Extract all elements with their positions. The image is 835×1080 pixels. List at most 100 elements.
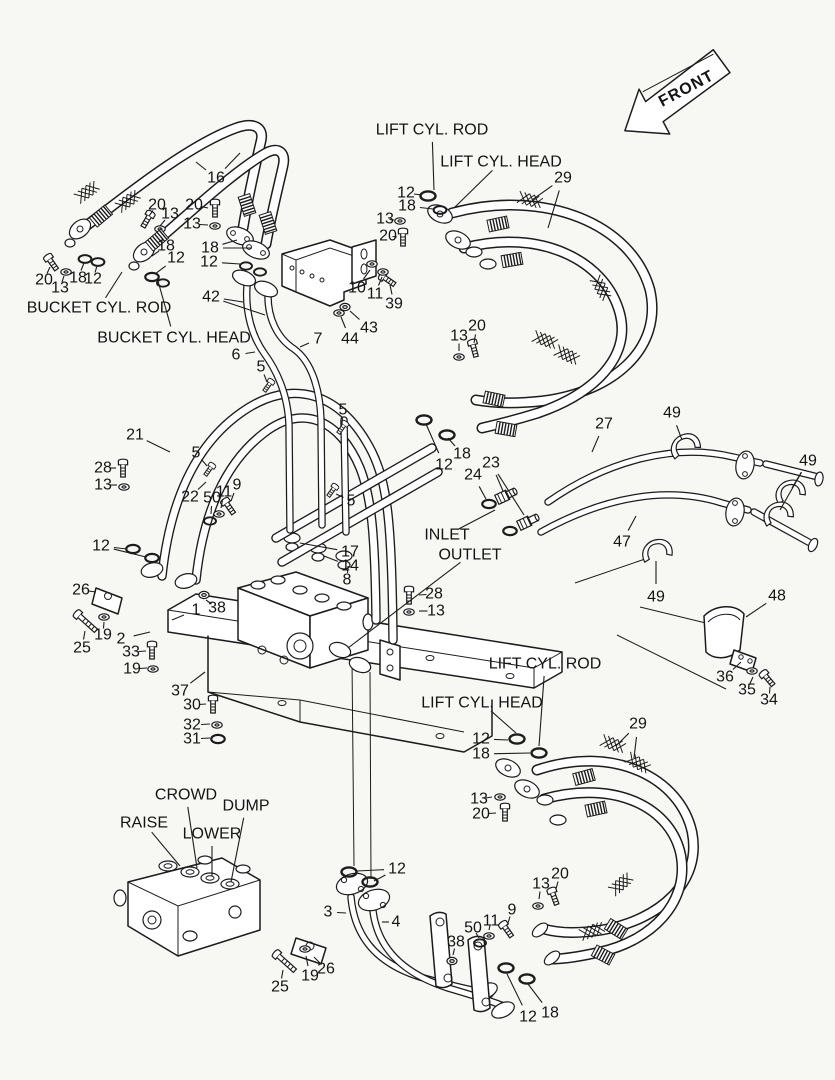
part-number-12: 12 [435,457,453,474]
leader-line [138,650,147,653]
leader-line [335,493,344,498]
washer-icon [366,260,378,268]
part-number-48: 48 [768,588,786,605]
patch-icon [553,343,581,367]
leader-line [507,916,511,924]
part-number-18: 18 [541,1005,559,1022]
leader-line [148,210,154,217]
washer-icon [746,667,758,675]
leader-line [373,874,386,882]
washer-icon [118,483,130,491]
caption-outlet: OUTLET [438,547,501,564]
leader-line [61,275,65,283]
leader-line [392,235,398,238]
part-number-12: 12 [472,731,490,748]
leader-line [488,925,491,931]
leader-line [157,280,172,327]
corr-icon [486,215,510,233]
bolt-icon [42,251,61,273]
leader-line [506,973,523,1006]
leader-line [413,193,423,196]
patch-icon [599,733,627,755]
leader-line [230,492,235,502]
leader-line [200,737,211,740]
leader-line [102,621,105,629]
part-number-12: 12 [397,185,415,202]
part-number-49: 49 [799,453,817,470]
leader-line [779,472,803,511]
valve-detail-view [113,855,261,957]
caption-lift-cyl-head-bottom: LIFT CYL. HEAD [421,695,543,712]
fittings-and-brackets [64,204,757,1013]
part-number-20: 20 [551,866,569,883]
leader-line [615,732,630,747]
leader-line [497,473,525,516]
bolt-icon [324,481,340,499]
patch-icon [607,871,635,897]
leader-line [313,956,321,964]
part-number-33: 33 [122,644,140,661]
leader-line [495,474,504,492]
nut-icon [339,302,351,312]
leader-line [154,265,166,275]
part-number-44: 44 [341,331,359,348]
leader-line [346,565,349,574]
caption-crowd: CROWD [155,787,217,804]
bolt-icon [497,918,516,940]
part-number-12: 12 [92,538,110,555]
oring-icon [518,973,536,985]
washer-icon [453,353,465,361]
bolt-icon [757,667,778,689]
leader-line [46,266,51,274]
corr-icon [572,767,596,787]
part-number-9: 9 [233,477,242,494]
leader-line [675,424,683,441]
caption-lift-cyl-rod-bottom: LIFT CYL. ROD [489,656,602,673]
part-number-1: 1 [192,602,201,619]
bolt-icon [209,198,221,218]
part-number-12: 12 [519,1009,537,1026]
leader-line [151,831,181,867]
caption-raise: RAISE [120,815,168,832]
part-number-18: 18 [398,198,416,215]
leader-line [139,667,148,670]
leader-line [419,206,434,210]
part-number-26: 26 [72,582,90,599]
leader-line [452,948,456,956]
part-number-19: 19 [123,661,141,678]
part-number-38: 38 [208,600,226,617]
caption-lift-cyl-rod-top: LIFT CYL. ROD [376,122,489,139]
patch-icon [531,329,559,351]
leader-line [425,423,440,454]
oring-icon [125,543,141,555]
part-number-12: 12 [388,861,406,878]
part-number-19: 19 [301,968,319,985]
leader-line [749,676,754,684]
leader-line [190,671,206,684]
leader-line [220,499,224,509]
part-number-23: 23 [482,455,500,472]
bolt-icon [499,802,511,822]
leader-line [263,374,268,383]
oring-icon [438,429,456,441]
leader-line [195,161,207,171]
part-number-49: 49 [663,405,681,422]
part-number-11: 11 [483,913,500,930]
part-number-37: 37 [171,683,189,700]
part-number-27: 27 [595,416,613,433]
washer-icon [213,510,225,518]
part-number-4: 4 [392,914,401,931]
leader-line [633,736,638,759]
caption-lower: LOWER [183,826,242,843]
oring-icon [530,747,548,759]
part-number-25: 25 [271,979,289,996]
leader-line [485,796,493,799]
oring-icon [77,254,93,264]
part-number-18: 18 [157,238,175,255]
part-number-11: 11 [367,286,384,303]
washer-icon [394,217,406,225]
leader-line [447,437,456,447]
leader-line [475,932,480,939]
leader-line [336,911,347,914]
